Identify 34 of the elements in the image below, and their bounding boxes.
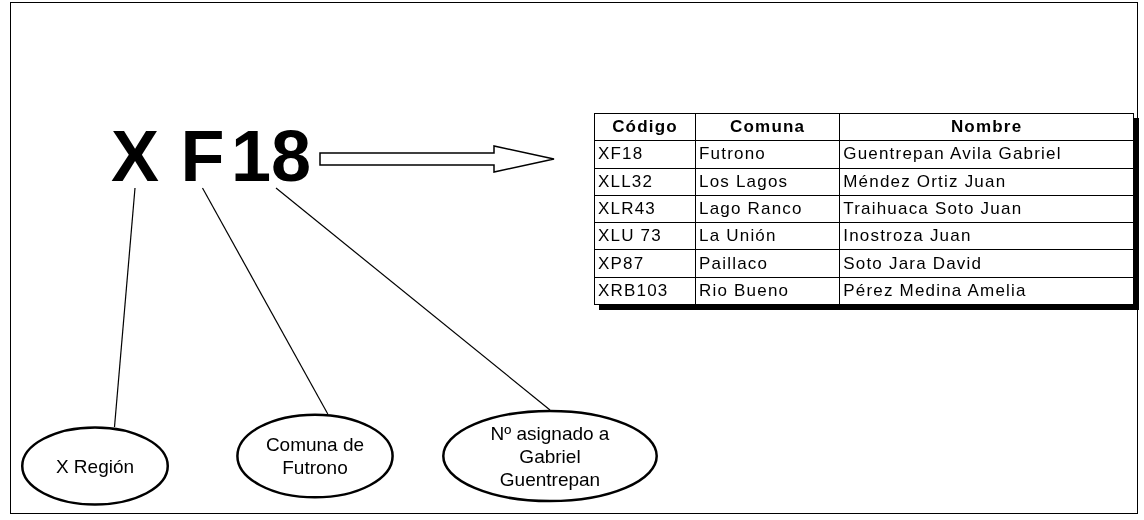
table-cell: XP87 [594,249,696,278]
leader-line [201,187,329,415]
table-cell: Paillaco [695,249,840,278]
table-cell: XLL32 [594,168,696,196]
table-cell: La Unión [695,222,840,250]
table-cell: Traihuaca Soto Juan [839,195,1134,223]
table-cell: Futrono [695,140,840,169]
table-cell: Guentrepan Avila Gabriel [839,140,1134,169]
column-header: Código [594,113,696,141]
table-cell: XRB103 [594,277,696,305]
table-cell: Inostroza Juan [839,222,1134,250]
table-cell: Los Lagos [695,168,840,196]
label-ellipse [20,425,170,507]
table-cell: XF18 [594,140,696,169]
leader-line [275,187,551,411]
label-ellipse [235,412,395,500]
code-letter: F [180,120,225,192]
ellipse-label: Comuna de Futrono [264,433,366,479]
column-header: Comuna [695,113,840,141]
ellipse-label: Nº asignado a Gabriel Guentrepan [489,421,611,491]
label-ellipse [440,408,660,504]
table-cell: Pérez Medina Amelia [839,277,1134,305]
code-letter: 18 [230,120,312,192]
leader-line [113,187,136,428]
table-cell: Méndez Ortiz Juan [839,168,1134,196]
table-cell: XLU 73 [594,222,696,250]
table-cell: Lago Ranco [695,195,840,223]
column-header: Nombre [839,113,1134,141]
code-letter: X [110,120,160,192]
table-cell: Rio Bueno [695,277,840,305]
ellipse-label: X Región [55,454,135,478]
block-arrow [319,145,555,173]
table-cell: XLR43 [594,195,696,223]
table-cell: Soto Jara David [839,249,1134,278]
